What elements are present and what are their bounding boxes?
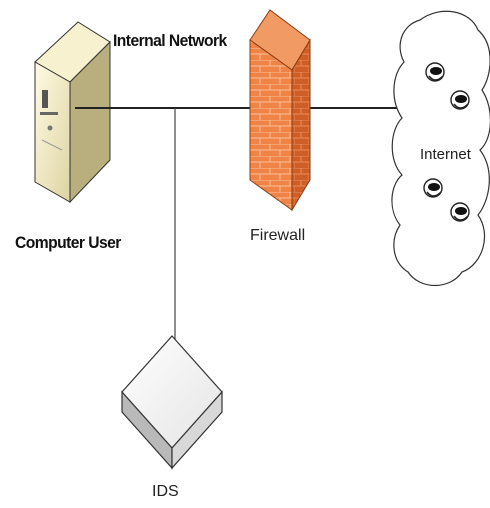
internal-network-label: Internal Network	[113, 31, 227, 50]
computer-server-icon	[34, 21, 111, 204]
firewall-brick-icon	[249, 9, 311, 212]
firewall-label: Firewall	[250, 227, 306, 244]
computer-user-label: Computer User	[15, 233, 121, 252]
internet-user-icons	[423, 62, 470, 222]
ids-device-icon	[121, 335, 223, 470]
ids-label: IDS	[152, 483, 179, 500]
internet-label: Internet	[420, 146, 471, 163]
